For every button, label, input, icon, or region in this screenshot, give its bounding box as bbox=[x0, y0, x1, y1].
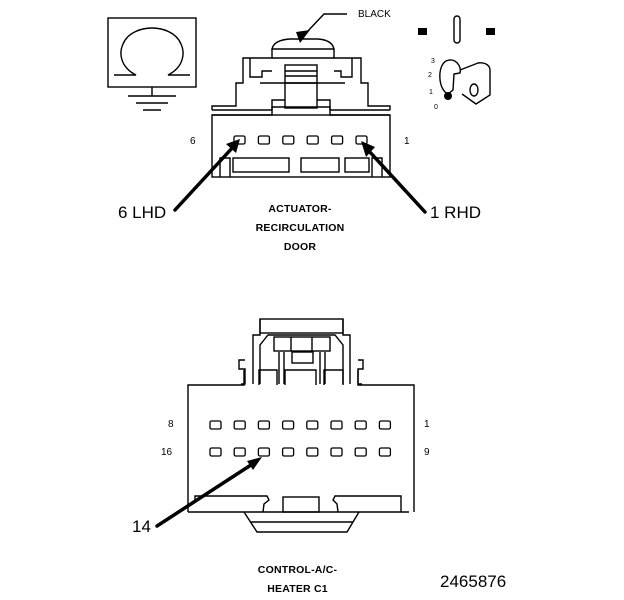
callout-arrowhead-1-rhd bbox=[361, 141, 375, 157]
pin-cavity bbox=[233, 420, 246, 430]
callout-label-14: 14 bbox=[132, 517, 151, 536]
pin-cavity bbox=[378, 447, 392, 457]
key-position-3: 3 bbox=[431, 58, 435, 65]
pin-cavity bbox=[209, 447, 222, 457]
pin-end-label-right: 1 bbox=[404, 136, 410, 147]
bottom-connector-pins bbox=[209, 420, 392, 457]
pin-cavity bbox=[306, 447, 319, 457]
pin-cavity bbox=[282, 135, 295, 145]
callout-arrow-1-rhd bbox=[366, 148, 427, 214]
pin-cavity bbox=[330, 135, 344, 145]
callout-arrowhead-6-lhd bbox=[226, 139, 240, 153]
pin-cavity bbox=[330, 420, 343, 430]
ignition-switch-icon bbox=[418, 15, 495, 105]
row2-right-label: 9 bbox=[424, 447, 430, 458]
callout-label-1-rhd: 1 RHD bbox=[430, 203, 482, 222]
callout-arrowhead-14 bbox=[247, 457, 262, 470]
black-callout-arrowhead bbox=[296, 30, 310, 43]
row2-left-label: 16 bbox=[161, 447, 173, 458]
pin-cavity bbox=[378, 420, 392, 430]
pin-cavity bbox=[257, 447, 271, 457]
black-color-label: BLACK bbox=[358, 9, 391, 20]
ground-omega-icon bbox=[107, 17, 197, 111]
key-position-2: 2 bbox=[428, 72, 432, 79]
pin-cavity bbox=[355, 135, 368, 145]
top-connector-caption: ACTUATOR- RECIRCULATION DOOR bbox=[230, 200, 370, 257]
pin-cavity bbox=[209, 420, 222, 430]
bottom-connector-caption: CONTROL-A/C- HEATER C1 bbox=[235, 561, 360, 599]
pin-end-label-left: 6 bbox=[190, 136, 196, 147]
pin-cavity bbox=[306, 135, 319, 145]
pin-cavity bbox=[257, 420, 271, 430]
callout-arrow-14 bbox=[155, 461, 256, 528]
caption-line: CONTROL-A/C- bbox=[257, 564, 338, 576]
pin-cavity bbox=[330, 447, 343, 457]
pin-cavity bbox=[306, 420, 319, 430]
caption-line: RECIRCULATION bbox=[255, 222, 345, 234]
pin-cavity bbox=[281, 447, 295, 457]
row1-left-label: 8 bbox=[168, 419, 174, 430]
pin-cavity bbox=[354, 420, 367, 430]
black-callout-leader bbox=[305, 13, 347, 34]
pin-cavity bbox=[354, 447, 367, 457]
pin-cavity bbox=[281, 420, 295, 430]
caption-line: DOOR bbox=[283, 241, 317, 253]
key-position-0: 0 bbox=[434, 104, 438, 111]
callout-label-6-lhd: 6 LHD bbox=[118, 203, 167, 222]
key-position-1: 1 bbox=[429, 89, 433, 96]
top-connector-pins bbox=[233, 135, 368, 145]
figure-id: 2465876 bbox=[440, 572, 507, 591]
caption-line: ACTUATOR- bbox=[268, 203, 332, 215]
top-connector-body bbox=[211, 38, 391, 178]
caption-line: HEATER C1 bbox=[267, 583, 328, 595]
row1-right-label: 1 bbox=[424, 419, 430, 430]
bottom-connector-body bbox=[187, 318, 415, 533]
pin-cavity bbox=[233, 447, 246, 457]
callout-arrow-6-lhd bbox=[173, 144, 236, 212]
pin-cavity bbox=[257, 135, 271, 145]
